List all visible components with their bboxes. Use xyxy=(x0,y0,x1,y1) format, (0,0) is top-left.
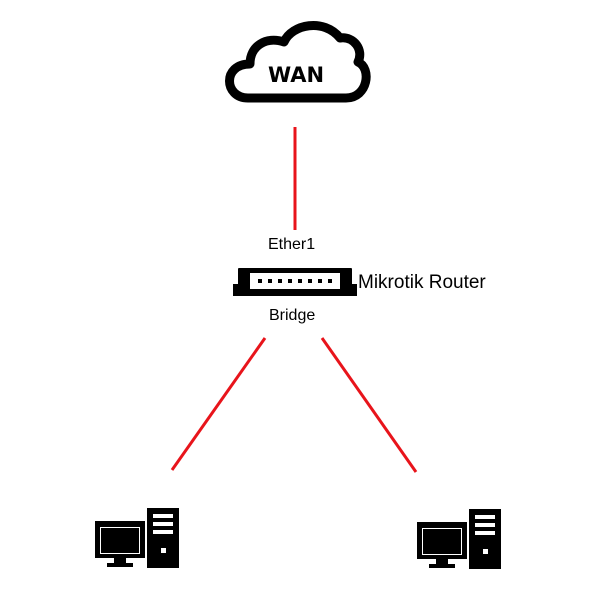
desktop-computer-icon xyxy=(417,509,501,569)
router-port-ether1-label: Ether1 xyxy=(268,236,316,253)
link-router-pc-left xyxy=(170,337,267,471)
cloud-icon: WAN xyxy=(225,21,371,103)
router-name-label: Mikrotik Router xyxy=(358,272,486,293)
wan-label: WAN xyxy=(268,63,324,87)
router-icon xyxy=(233,268,357,296)
link-router-pc-right xyxy=(320,337,418,473)
desktop-computer-icon xyxy=(95,508,179,568)
router-port-bridge-label: Bridge xyxy=(269,307,316,324)
